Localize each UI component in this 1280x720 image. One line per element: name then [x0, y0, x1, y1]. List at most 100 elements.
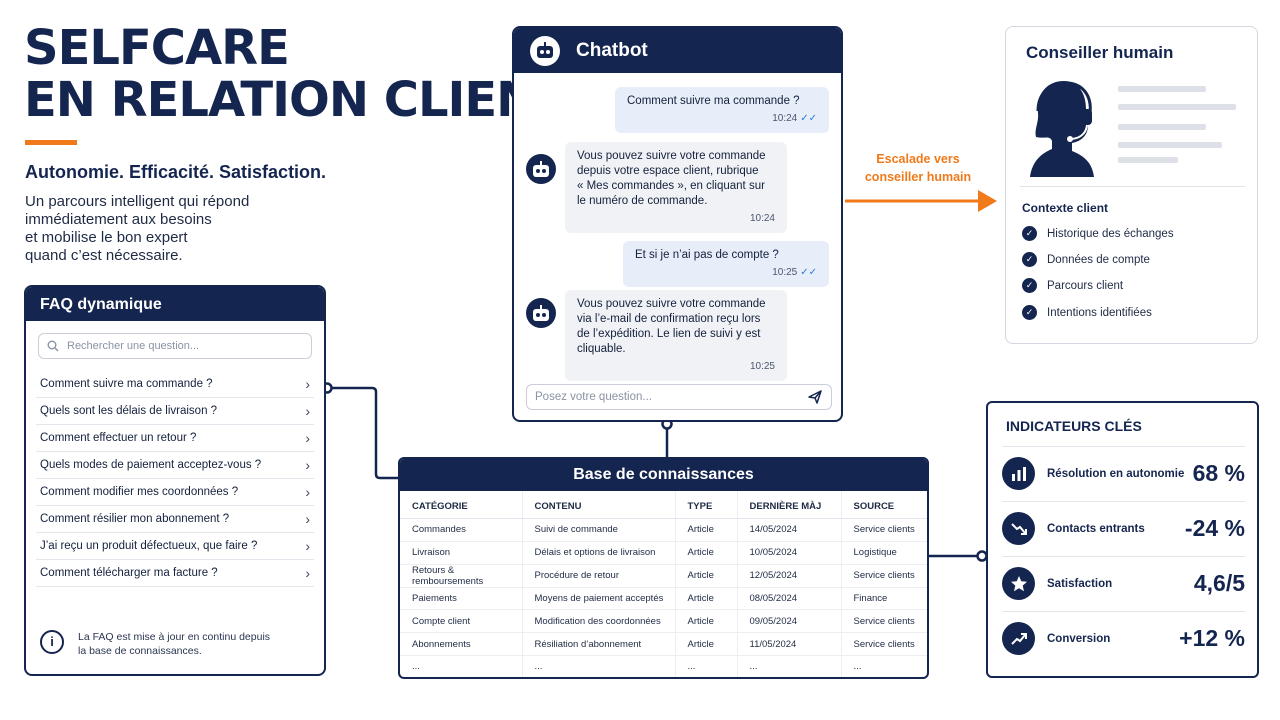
table-cell: Logistique: [840, 541, 927, 565]
table-cell: ...: [400, 655, 522, 677]
column-header: CATÉGORIE: [400, 491, 522, 519]
faq-item-label: J’ai reçu un produit défectueux, que fai…: [40, 540, 258, 552]
message-line: Vous pouvez suivre votre commande: [577, 150, 766, 162]
table-cell: Article: [674, 518, 737, 542]
hero-title-line1: SELFCARE: [24, 20, 290, 76]
table-cell: Suivi de commande: [521, 518, 675, 542]
chevron-right-icon: ›: [305, 403, 310, 419]
bot-message: Vous pouvez suivre votre commande via l’…: [565, 290, 787, 381]
table-row: ...............: [400, 655, 927, 677]
chatbot-panel: Chatbot Comment suivre ma commande ? 10:…: [512, 26, 843, 422]
knowledge-base-panel: Base de connaissances CATÉGORIE CONTENU …: [398, 457, 929, 679]
table-cell: Service clients: [840, 609, 927, 634]
agent-headset-icon: [1030, 81, 1094, 177]
faq-search-input[interactable]: Rechercher une question...: [38, 333, 312, 359]
placeholder-line: [1118, 86, 1206, 92]
star-icon: [1002, 567, 1035, 600]
table-cell: 09/05/2024: [736, 609, 841, 634]
placeholder-line: [1118, 124, 1206, 130]
send-icon[interactable]: [807, 389, 823, 405]
table-cell: 12/05/2024: [736, 564, 841, 588]
faq-item[interactable]: Quels modes de paiement acceptez-vous ?›: [36, 452, 314, 479]
faq-item[interactable]: Comment effectuer un retour ?›: [36, 425, 314, 452]
info-icon: i: [40, 630, 64, 654]
message-line: cliquable.: [577, 343, 626, 355]
chat-input[interactable]: Posez votre question...: [526, 384, 832, 410]
table-cell: Service clients: [840, 518, 927, 542]
table-cell: Modification des coordonnées: [521, 609, 675, 634]
faq-item[interactable]: Comment résilier mon abonnement ?›: [36, 506, 314, 533]
kpi-value: 68 %: [1192, 460, 1245, 486]
message-time: 10:24: [749, 213, 775, 224]
check-icon: ✓: [1022, 226, 1037, 241]
table-cell: 14/05/2024: [736, 518, 841, 542]
context-item: ✓ Données de compte: [1022, 252, 1150, 267]
read-ticks-icon: ✓✓: [800, 113, 817, 124]
context-item: ✓Parcours client: [1022, 278, 1123, 293]
kpi-row: Conversion +12 %: [1002, 611, 1245, 665]
placeholder-line: [1118, 104, 1236, 110]
escalation-label: Escalade vers conseiller humain: [848, 150, 988, 186]
faq-item[interactable]: Comment télécharger ma facture ?›: [36, 560, 314, 587]
kpi-row: Contacts entrants -24 %: [1002, 501, 1245, 555]
faq-item[interactable]: J’ai reçu un produit défectueux, que fai…: [36, 533, 314, 560]
message-text: Comment suivre ma commande ?: [627, 95, 800, 107]
chevron-right-icon: ›: [305, 376, 310, 392]
robot-icon: [533, 305, 549, 321]
bot-message: Vous pouvez suivre votre commande depuis…: [565, 142, 787, 233]
chevron-right-icon: ›: [305, 538, 310, 554]
check-icon: ✓: [1022, 252, 1037, 267]
faq-item-label: Comment télécharger ma facture ?: [40, 567, 218, 579]
faq-item[interactable]: Quels sont les délais de livraison ? ›: [36, 398, 314, 425]
table-cell: Article: [674, 541, 737, 565]
escalation-line: Escalade vers: [876, 152, 960, 166]
knowledge-base-table: CATÉGORIE CONTENU TYPE DERNIÈRE MÀJ SOUR…: [400, 491, 927, 677]
trend-down-icon: [1002, 512, 1035, 545]
bot-avatar: [526, 298, 556, 328]
faq-item[interactable]: Comment modifier mes coordonnées ?›: [36, 479, 314, 506]
kpi-label: Résolution en autonomie: [1047, 467, 1185, 480]
check-icon: ✓: [1022, 278, 1037, 293]
message-line: Vous pouvez suivre votre commande: [577, 298, 766, 310]
hero-desc-line: quand c’est nécessaire.: [25, 247, 183, 264]
table-cell: ...: [840, 655, 927, 677]
hero-desc-line: immédiatement aux besoins: [25, 211, 212, 228]
message-line: depuis votre espace client, rubrique: [577, 165, 759, 177]
faq-title: FAQ dynamique: [26, 287, 324, 321]
context-item-label: Intentions identifiées: [1047, 306, 1152, 319]
table-cell: Article: [674, 564, 737, 588]
table-cell: Article: [674, 609, 737, 634]
faq-note: i La FAQ est mise à jour en continu depu…: [40, 630, 300, 658]
context-item-label: Historique des échanges: [1047, 227, 1174, 240]
bar-chart-icon: [1002, 457, 1035, 490]
hero-subtitle: Autonomie. Efficacité. Satisfaction.: [25, 162, 327, 182]
check-icon: ✓: [1022, 305, 1037, 320]
placeholder-line: [1118, 142, 1222, 148]
message-time: 10:25: [749, 361, 775, 372]
bot-avatar: [526, 154, 556, 184]
chevron-right-icon: ›: [305, 511, 310, 527]
table-cell: ...: [736, 655, 841, 677]
faq-item-label: Quels modes de paiement acceptez-vous ?: [40, 459, 262, 471]
table-header-row: CATÉGORIE CONTENU TYPE DERNIÈRE MÀJ SOUR…: [400, 491, 927, 519]
faq-item-label: Quels sont les délais de livraison ?: [40, 405, 218, 417]
faq-item-label: Comment suivre ma commande ?: [40, 378, 213, 390]
table-cell: 11/05/2024: [736, 632, 841, 656]
column-header: TYPE: [674, 491, 737, 519]
table-cell: ...: [521, 655, 675, 677]
search-icon: [47, 340, 59, 352]
faq-item[interactable]: Comment suivre ma commande ? ›: [36, 371, 314, 398]
read-ticks-icon: ✓✓: [800, 267, 817, 278]
context-item-label: Données de compte: [1047, 253, 1150, 266]
message-time: 10:24✓✓: [772, 113, 817, 124]
robot-icon: [533, 161, 549, 177]
table-cell: Résiliation d’abonnement: [521, 632, 675, 656]
chatbot-header: Chatbot: [514, 28, 841, 73]
faq-note-line: la base de connaissances.: [78, 645, 202, 657]
hero-accent-bar: [25, 140, 77, 145]
table-cell: Procédure de retour: [521, 564, 675, 588]
kpi-value: 4,6/5: [1193, 570, 1245, 596]
